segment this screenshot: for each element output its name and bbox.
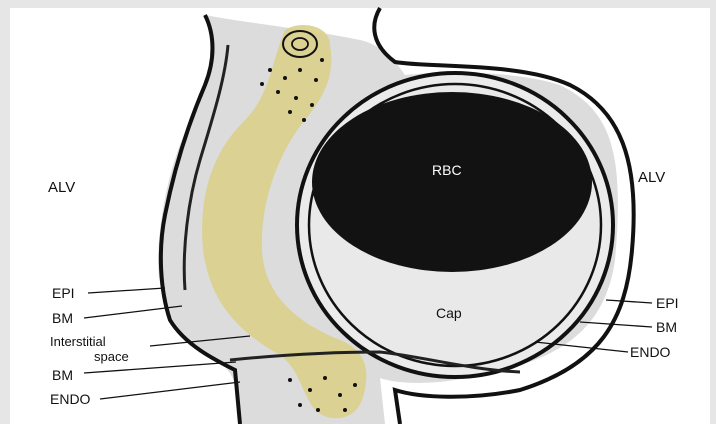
label-endo-right: ENDO	[630, 344, 671, 360]
label-interstitial-line2: space	[94, 349, 129, 364]
label-alv-left: ALV	[48, 179, 75, 196]
label-endo-left: ENDO	[50, 391, 91, 407]
label-bm-left-lower: BM	[52, 367, 73, 383]
label-cap: Cap	[436, 305, 462, 321]
label-rbc: RBC	[432, 162, 462, 178]
label-epi-right: EPI	[656, 295, 679, 311]
label-bm-left-upper: BM	[52, 310, 73, 326]
label-bm-right: BM	[656, 319, 677, 335]
label-epi-left: EPI	[52, 285, 75, 301]
red-blood-cell	[312, 92, 592, 272]
label-alv-right: ALV	[638, 169, 665, 186]
label-interstitial-line1: Interstitial	[50, 334, 106, 349]
